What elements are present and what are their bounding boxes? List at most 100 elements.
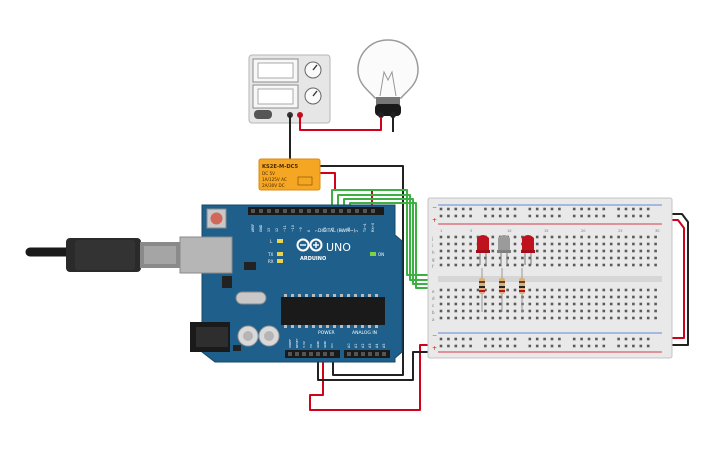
- breadboard-hole[interactable]: [624, 263, 628, 267]
- breadboard-hole[interactable]: [602, 302, 606, 306]
- breadboard-hole[interactable]: [461, 316, 465, 320]
- breadboard-hole[interactable]: [447, 288, 450, 292]
- breadboard-hole[interactable]: [609, 309, 613, 313]
- breadboard-hole[interactable]: [580, 249, 583, 253]
- breadboard-hole[interactable]: [609, 256, 613, 260]
- breadboard-hole[interactable]: [617, 214, 620, 218]
- breadboard-hole[interactable]: [654, 295, 657, 299]
- breadboard-hole[interactable]: [580, 316, 583, 320]
- breadboard-hole[interactable]: [454, 337, 458, 341]
- breadboard-hole[interactable]: [491, 288, 495, 292]
- breadboard-hole[interactable]: [639, 263, 643, 267]
- breadboard-hole[interactable]: [580, 207, 583, 211]
- breadboard-hole[interactable]: [587, 207, 591, 211]
- breadboard-hole[interactable]: [513, 337, 517, 341]
- breadboard-hole[interactable]: [498, 207, 502, 211]
- breadboard-hole[interactable]: [602, 295, 606, 299]
- breadboard-hole[interactable]: [595, 288, 598, 292]
- breadboard-hole[interactable]: [654, 242, 657, 246]
- breadboard-hole[interactable]: [654, 302, 657, 306]
- breadboard-hole[interactable]: [476, 302, 480, 306]
- breadboard-hole[interactable]: [439, 214, 443, 218]
- breadboard-hole[interactable]: [602, 309, 606, 313]
- breadboard-hole[interactable]: [550, 316, 554, 320]
- breadboard-hole[interactable]: [609, 288, 613, 292]
- breadboard[interactable]: + − + − j i h g f e d c b a 1 5 10 15 20…: [427, 197, 673, 359]
- breadboard-hole[interactable]: [469, 256, 472, 260]
- breadboard-hole[interactable]: [513, 242, 517, 246]
- breadboard-hole[interactable]: [535, 207, 539, 211]
- breadboard-hole[interactable]: [617, 207, 620, 211]
- breadboard-hole[interactable]: [447, 242, 450, 246]
- breadboard-hole[interactable]: [617, 309, 620, 313]
- breadboard-hole[interactable]: [506, 263, 509, 267]
- breadboard-hole[interactable]: [454, 302, 458, 306]
- breadboard-hole[interactable]: [595, 337, 598, 341]
- power-supply[interactable]: [248, 54, 331, 124]
- breadboard-hole[interactable]: [535, 214, 539, 218]
- breadboard-hole[interactable]: [528, 214, 532, 218]
- breadboard-hole[interactable]: [528, 302, 532, 306]
- breadboard-hole[interactable]: [580, 263, 583, 267]
- breadboard-hole[interactable]: [595, 309, 598, 313]
- breadboard-hole[interactable]: [491, 249, 495, 253]
- breadboard-hole[interactable]: [624, 235, 628, 239]
- breadboard-hole[interactable]: [632, 316, 635, 320]
- breadboard-hole[interactable]: [454, 242, 458, 246]
- breadboard-hole[interactable]: [469, 263, 472, 267]
- breadboard-hole[interactable]: [558, 288, 561, 292]
- breadboard-hole[interactable]: [602, 337, 606, 341]
- breadboard-hole[interactable]: [624, 344, 628, 348]
- breadboard-hole[interactable]: [572, 207, 576, 211]
- breadboard-hole[interactable]: [609, 242, 613, 246]
- breadboard-hole[interactable]: [587, 242, 591, 246]
- breadboard-hole[interactable]: [646, 316, 650, 320]
- breadboard-hole[interactable]: [595, 263, 598, 267]
- breadboard-hole[interactable]: [513, 263, 517, 267]
- breadboard-hole[interactable]: [580, 302, 583, 306]
- breadboard-hole[interactable]: [543, 263, 546, 267]
- breadboard-hole[interactable]: [617, 302, 620, 306]
- breadboard-hole[interactable]: [646, 344, 650, 348]
- breadboard-hole[interactable]: [498, 295, 502, 299]
- breadboard-hole[interactable]: [528, 207, 532, 211]
- breadboard-hole[interactable]: [572, 235, 576, 239]
- breadboard-hole[interactable]: [572, 256, 576, 260]
- breadboard-hole[interactable]: [609, 235, 613, 239]
- breadboard-hole[interactable]: [491, 316, 495, 320]
- breadboard-hole[interactable]: [587, 309, 591, 313]
- breadboard-hole[interactable]: [454, 256, 458, 260]
- breadboard-hole[interactable]: [558, 295, 561, 299]
- breadboard-hole[interactable]: [587, 337, 591, 341]
- breadboard-hole[interactable]: [602, 288, 606, 292]
- breadboard-hole[interactable]: [632, 295, 635, 299]
- breadboard-hole[interactable]: [550, 288, 554, 292]
- breadboard-hole[interactable]: [654, 309, 657, 313]
- breadboard-hole[interactable]: [580, 337, 583, 341]
- breadboard-hole[interactable]: [506, 207, 509, 211]
- breadboard-hole[interactable]: [491, 302, 495, 306]
- breadboard-hole[interactable]: [506, 337, 509, 341]
- breadboard-hole[interactable]: [439, 256, 443, 260]
- breadboard-hole[interactable]: [439, 337, 443, 341]
- breadboard-hole[interactable]: [469, 295, 472, 299]
- breadboard-hole[interactable]: [639, 302, 643, 306]
- breadboard-hole[interactable]: [617, 249, 620, 253]
- breadboard-hole[interactable]: [646, 288, 650, 292]
- breadboard-hole[interactable]: [439, 295, 443, 299]
- breadboard-hole[interactable]: [454, 295, 458, 299]
- breadboard-hole[interactable]: [632, 214, 635, 218]
- breadboard-hole[interactable]: [609, 295, 613, 299]
- breadboard-hole[interactable]: [535, 337, 539, 341]
- breadboard-hole[interactable]: [521, 263, 524, 267]
- breadboard-hole[interactable]: [550, 344, 554, 348]
- breadboard-hole[interactable]: [646, 242, 650, 246]
- breadboard-hole[interactable]: [484, 337, 487, 341]
- breadboard-hole[interactable]: [617, 344, 620, 348]
- breadboard-hole[interactable]: [447, 295, 450, 299]
- breadboard-hole[interactable]: [565, 263, 569, 267]
- breadboard-hole[interactable]: [491, 242, 495, 246]
- breadboard-hole[interactable]: [543, 249, 546, 253]
- breadboard-hole[interactable]: [550, 249, 554, 253]
- breadboard-hole[interactable]: [513, 288, 517, 292]
